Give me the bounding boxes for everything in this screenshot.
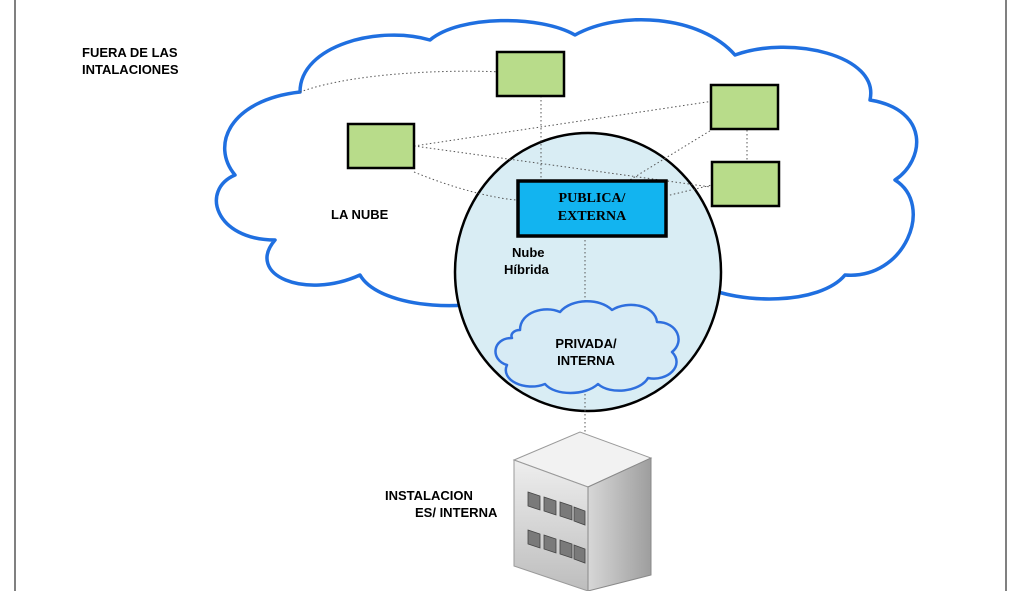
- cloud-node-left: [346, 122, 416, 170]
- private-cloud-shape: [494, 300, 680, 395]
- offsite-label-line1: FUERA DE LAS: [82, 45, 178, 60]
- public-label-line1: PUBLICA/: [558, 191, 626, 206]
- link-cloud-arc: [299, 70, 501, 93]
- connection-lines: [299, 70, 748, 432]
- link-left-node-to-right-top-node: [413, 95, 748, 147]
- private-label-line1: PRIVADA/: [555, 336, 617, 351]
- hybrid-label-line2: Híbrida: [504, 262, 549, 277]
- link-left-node-to-public: [413, 171, 519, 201]
- building-icon: [512, 431, 653, 591]
- offsite-label-line2: INTALACIONES: [82, 62, 179, 77]
- onsite-label-line1: INSTALACION: [385, 488, 473, 503]
- public-label-line2: EXTERNA: [557, 209, 627, 224]
- hybrid-label-line1: Nube: [512, 245, 545, 260]
- cloud-node-top: [495, 50, 566, 98]
- onsite-label-line2: ES/ INTERNA: [415, 505, 498, 520]
- public-external-box: [516, 179, 668, 238]
- cloud-node-right-top: [709, 83, 780, 131]
- cloud-label: LA NUBE: [331, 207, 389, 222]
- building-front: [513, 459, 589, 591]
- link-left-node-to-right-mid-node: [413, 145, 748, 193]
- cloud-node-right-mid: [710, 160, 781, 208]
- private-label-line2: INTERNA: [557, 353, 615, 368]
- building-windows: [527, 491, 586, 564]
- building-side: [587, 457, 652, 591]
